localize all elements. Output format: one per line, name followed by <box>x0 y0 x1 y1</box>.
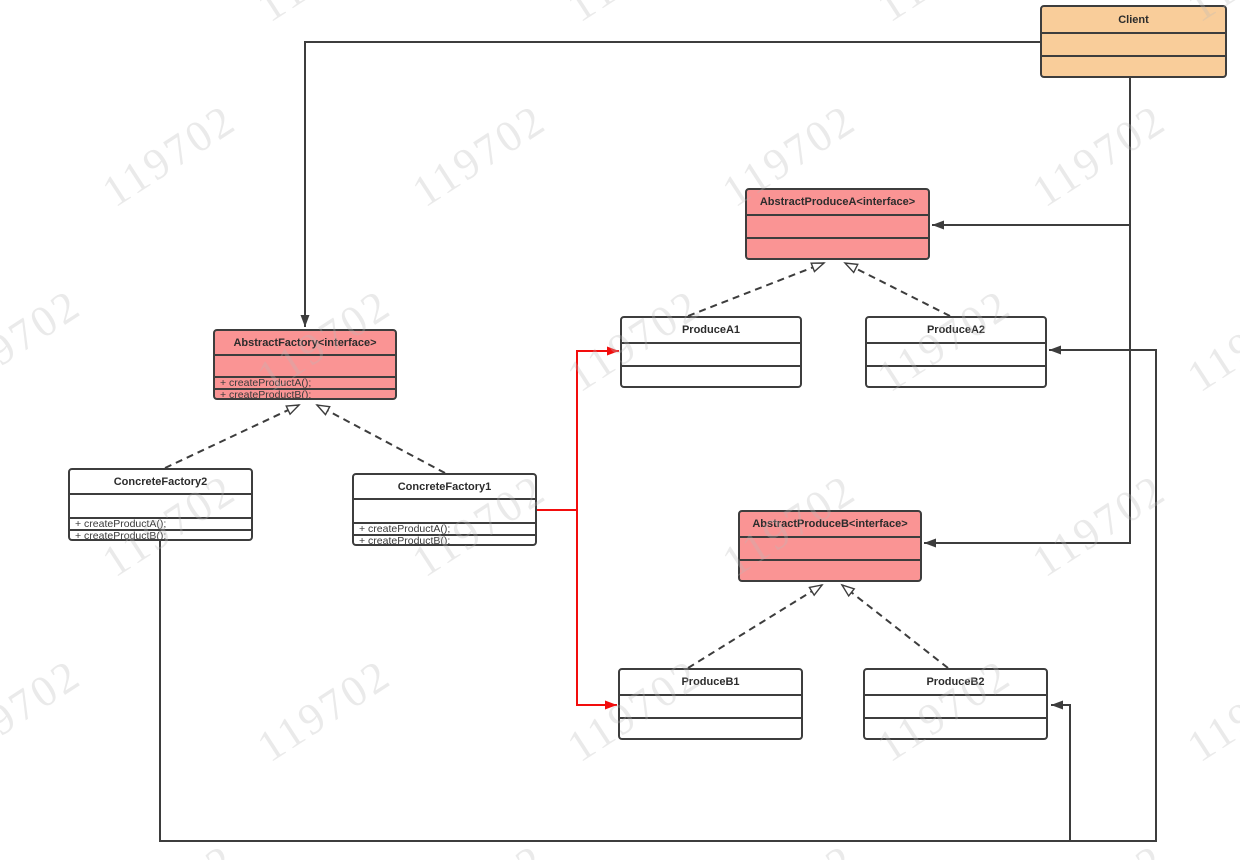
class-title-concrete-factory1: ConcreteFactory1 <box>397 480 492 493</box>
edge-producea1-implements-abstractproducea[interactable] <box>687 262 824 317</box>
class-method-concrete-factory1-2: + createProductA(); <box>354 522 535 535</box>
edge-concretefactory2-implements-abstractfactory[interactable] <box>164 404 299 469</box>
class-title-produce-a2: ProduceA2 <box>926 324 986 336</box>
class-method-concrete-factory2-2: + createProductA(); <box>70 517 251 530</box>
class-title-abstract-produce-a: AbstractProduceA<interface> <box>759 196 916 208</box>
class-compartment-abstract-produce-a-1 <box>747 214 928 237</box>
class-method-abstract-factory-2: + createProductA(); <box>215 376 395 389</box>
class-compartment-concrete-factory2-1 <box>70 493 251 517</box>
class-compartment-client-1 <box>1042 32 1225 55</box>
class-title-produce-b2: ProduceB2 <box>926 676 985 688</box>
class-produce-a1[interactable]: ProduceA1 <box>620 316 802 388</box>
class-title-abstract-produce-b: AbstractProduceB<interface> <box>752 518 908 530</box>
class-concrete-factory1[interactable]: ConcreteFactory1 + createProductA();+ cre… <box>352 473 537 546</box>
edge-producea2-implements-abstractproducea[interactable] <box>845 263 951 317</box>
class-title-produce-b1: ProduceB1 <box>681 676 740 688</box>
class-method-concrete-factory2-3: + createProductB(); <box>70 529 251 539</box>
class-produce-b1[interactable]: ProduceB1 <box>618 668 803 740</box>
class-method-abstract-factory-3: + createProductB(); <box>215 388 395 398</box>
class-produce-b2[interactable]: ProduceB2 <box>863 668 1048 740</box>
class-title-concrete-factory2: ConcreteFactory2 <box>113 475 208 488</box>
class-abstract-produce-b[interactable]: AbstractProduceB<interface> <box>738 510 922 582</box>
edge-client-uses-abstractproduceb[interactable] <box>924 78 1131 548</box>
class-compartment-produce-a2-1 <box>867 342 1045 365</box>
class-title-abstract-factory: AbstractFactory<interface> <box>233 336 377 349</box>
edge-concretefactory1-creates-produceb1[interactable] <box>537 509 617 710</box>
class-compartment-abstract-produce-b-1 <box>740 536 920 559</box>
edge-produceb1-implements-abstractproduceb[interactable] <box>687 585 822 669</box>
class-compartment-concrete-factory1-1 <box>354 498 535 522</box>
edge-concretefactory2-creates-produceb2[interactable] <box>1051 700 1071 841</box>
class-compartment-abstract-produce-b-2 <box>740 559 920 580</box>
class-produce-a2[interactable]: ProduceA2 <box>865 316 1047 388</box>
class-compartment-abstract-produce-a-2 <box>747 237 928 258</box>
class-title-client: Client <box>1118 13 1149 26</box>
class-compartment-produce-b2-2 <box>865 717 1046 738</box>
class-compartment-client-2 <box>1042 55 1225 76</box>
class-abstract-produce-a[interactable]: AbstractProduceA<interface> <box>745 188 930 260</box>
edge-concretefactory1-implements-abstractfactory[interactable] <box>317 405 446 474</box>
class-concrete-factory2[interactable]: ConcreteFactory2 + createProductA();+ cre… <box>68 468 253 541</box>
edge-produceb2-implements-abstractproduceb[interactable] <box>842 585 949 669</box>
class-client[interactable]: Client <box>1040 5 1227 78</box>
class-compartment-produce-a2-2 <box>867 365 1045 386</box>
edge-client-uses-abstractfactory[interactable] <box>300 41 1040 327</box>
edge-concretefactory1-creates-producea1[interactable] <box>537 346 619 511</box>
class-compartment-produce-b1-2 <box>620 717 801 738</box>
class-compartment-produce-b1-1 <box>620 694 801 717</box>
class-compartment-abstract-factory-1 <box>215 354 395 376</box>
class-compartment-produce-a1-2 <box>622 365 800 386</box>
class-compartment-produce-b2-1 <box>865 694 1046 717</box>
class-abstract-factory[interactable]: AbstractFactory<interface> + createProduc… <box>213 329 397 400</box>
class-method-concrete-factory1-3: + createProductB(); <box>354 534 535 544</box>
edge-concretefactory2-creates-producea2[interactable] <box>159 345 1157 842</box>
edge-client-uses-abstractproducea[interactable] <box>932 78 1131 230</box>
class-compartment-produce-a1-1 <box>622 342 800 365</box>
class-title-produce-a1: ProduceA1 <box>681 324 741 336</box>
